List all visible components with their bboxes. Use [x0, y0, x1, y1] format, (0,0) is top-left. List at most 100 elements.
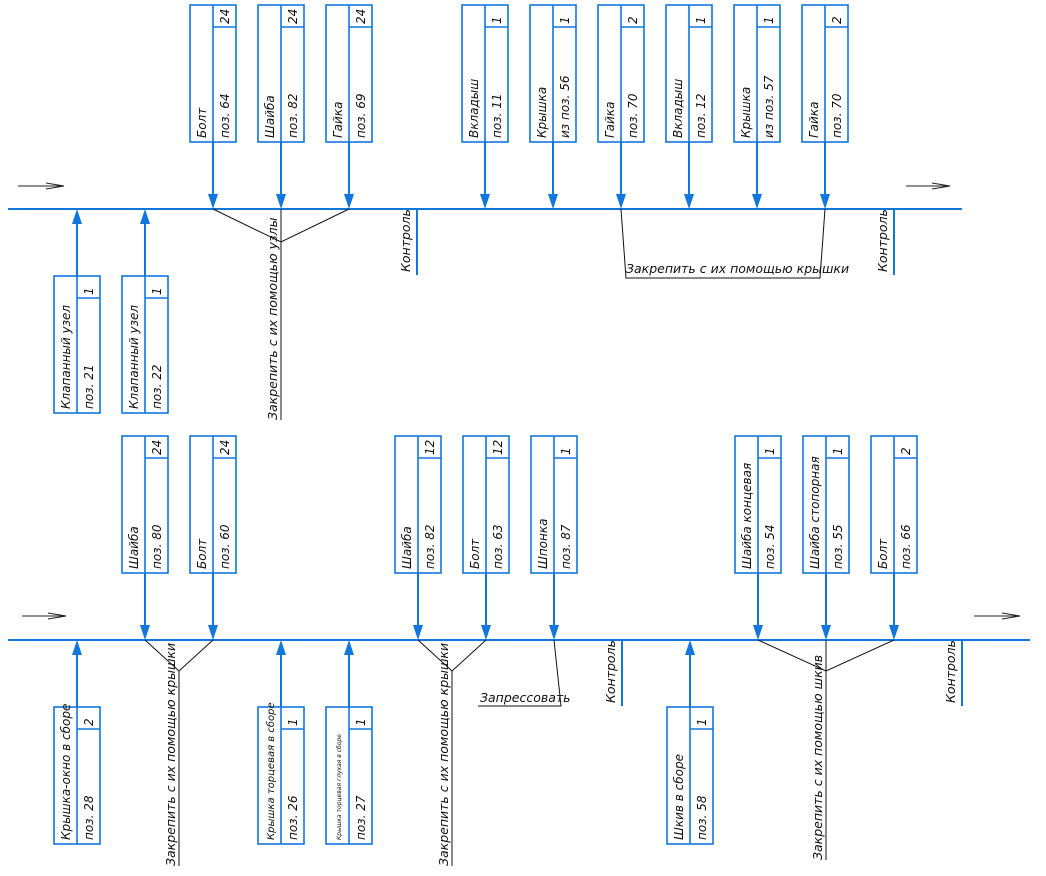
card-pos: поз. 70: [830, 93, 844, 138]
card-pos: поз. 12: [694, 94, 708, 138]
bottom-incoming-card: Болт поз. 66 2: [870, 435, 918, 640]
note-press: Запрессовать: [480, 690, 571, 705]
top-incoming-card: Гайка поз. 70 2: [597, 4, 645, 209]
bottom-base-card: Крышка-окно в сборе поз. 28 2: [53, 640, 101, 845]
bottom-control-1: Контроль: [603, 640, 623, 706]
bottom-incoming-card: Шпонка поз. 87 1: [530, 435, 578, 640]
card-qty: 24: [218, 440, 232, 455]
card-qty: 1: [82, 287, 96, 295]
card-pos: поз. 27: [354, 795, 368, 840]
bottom-assembly-line: Шайба поз. 80 24 Болт поз. 60 24 Шайба п…: [8, 435, 1030, 866]
top-incoming-card: Гайка поз. 69 24: [325, 4, 373, 209]
card-qty: 1: [150, 287, 164, 295]
card-qty: 1: [762, 16, 776, 24]
card-name: Гайка: [807, 102, 821, 138]
top-base-card: Клапанный узел поз. 21 1: [53, 209, 101, 414]
card-pos: поз. 28: [82, 795, 96, 840]
card-pos: поз. 60: [218, 524, 232, 569]
top-fasten-covers-bracket: Закрепить с их помощью крышки: [620, 208, 849, 279]
card-pos: поз. 87: [559, 524, 573, 569]
card-qty: 24: [354, 9, 368, 24]
top-incoming-card: Шайба поз. 82 24: [257, 4, 305, 209]
bottom-base-card: Шкив в сборе поз. 58 1: [666, 640, 714, 845]
bottom-flow-arrow-left: [22, 612, 67, 620]
card-qty: 1: [694, 16, 708, 24]
bottom-flow-arrow-right: [974, 612, 1021, 620]
top-incoming-card: Вкладыш поз. 11 1: [461, 4, 509, 209]
card-pos: поз. 66: [899, 524, 913, 569]
top-base-card: Клапанный узел поз. 22 1: [121, 209, 169, 414]
bottom-incoming-card: Шайба поз. 82 12: [394, 435, 442, 640]
bottom-incoming-card: Шайба поз. 80 24: [121, 435, 169, 640]
card-pos: поз. 63: [491, 525, 505, 569]
card-pos: поз. 82: [423, 525, 437, 569]
card-qty: 1: [490, 16, 504, 24]
bottom-fasten-pulley-connector: Закрепить с их помощью шкив: [757, 639, 895, 860]
card-pos: поз. 82: [286, 94, 300, 138]
card-name: Крышка: [739, 87, 753, 138]
top-incoming-card: Вкладыш поз. 12 1: [665, 4, 713, 209]
card-pos: поз. 58: [695, 795, 709, 840]
top-control-1: Контроль: [398, 209, 418, 275]
bottom-incoming-card: Шайба концевая поз. 54 1: [734, 435, 782, 640]
card-name: Шайба: [127, 526, 141, 569]
card-qty: 2: [626, 16, 640, 24]
card-qty: 24: [286, 9, 300, 24]
card-qty: 12: [423, 440, 437, 455]
card-pos: поз. 80: [150, 524, 164, 569]
card-pos: из поз. 56: [558, 75, 572, 138]
card-qty: 1: [286, 718, 300, 726]
card-qty: 2: [82, 718, 96, 726]
note-fasten-pulley: Закрепить с их помощью шкив: [810, 655, 825, 860]
top-flow-arrow-right: [906, 182, 951, 190]
card-name: Болт: [876, 538, 890, 569]
card-name: Вкладыш: [671, 79, 685, 138]
note-fasten-covers: Закрепить с их помощью крышки: [163, 643, 178, 866]
top-fasten-nodes-connector: Закрепить с их помощью узлы: [212, 208, 350, 420]
bottom-incoming-card: Болт поз. 60 24: [189, 435, 237, 640]
bottom-incoming-card: Болт поз. 63 12: [462, 435, 510, 640]
card-pos: поз. 70: [626, 93, 640, 138]
card-pos: поз. 22: [150, 365, 164, 409]
note-fasten-covers: Закрепить с их помощью крышки: [626, 261, 849, 276]
note-control: Контроль: [943, 640, 958, 703]
card-name: Крышка-окно в сборе: [59, 704, 73, 840]
card-name: Клапанный узел: [59, 305, 73, 409]
bottom-control-2: Контроль: [943, 640, 963, 706]
bottom-press-leader: Запрессовать: [478, 639, 571, 707]
card-name: Крышка торцевая глухая в сборе: [336, 734, 343, 840]
card-name: Вкладыш: [467, 79, 481, 138]
card-qty: 1: [559, 447, 573, 455]
note-fasten-covers: Закрепить с их помощью крышки: [436, 643, 451, 866]
card-qty: 1: [695, 718, 709, 726]
card-name: Шайба: [400, 526, 414, 569]
card-qty: 2: [830, 16, 844, 24]
card-pos: поз. 64: [218, 94, 232, 138]
card-name: Болт: [195, 538, 209, 569]
card-name: Шайба: [263, 95, 277, 138]
card-pos: поз. 69: [354, 94, 368, 138]
top-incoming-card: Крышка из поз. 56 1: [529, 4, 577, 209]
bottom-fasten-covers-1-connector: Закрепить с их помощью крышки: [144, 639, 214, 866]
top-incoming-card: Гайка поз. 70 2: [801, 4, 849, 209]
card-name: Шкив в сборе: [672, 754, 686, 840]
note-control: Контроль: [603, 640, 618, 703]
card-qty: 12: [491, 440, 505, 455]
top-flow-arrow-left: [18, 182, 65, 190]
card-name: Гайка: [603, 102, 617, 138]
card-qty: 1: [354, 718, 368, 726]
card-name: Болт: [468, 538, 482, 569]
bottom-base-card: Крышка торцевая в сборе поз. 26 1: [257, 640, 305, 845]
card-qty: 1: [763, 447, 777, 455]
card-name: Шпонка: [536, 519, 550, 569]
card-name: Шайба стопорная: [808, 456, 822, 569]
top-incoming-card: Крышка из поз. 57 1: [733, 4, 781, 209]
top-control-2: Контроль: [875, 209, 895, 275]
card-qty: 24: [150, 440, 164, 455]
card-pos: поз. 21: [82, 365, 96, 409]
card-name: Крышка: [535, 87, 549, 138]
note-fasten-nodes: Закрепить с их помощью узлы: [265, 217, 280, 420]
top-assembly-line: Болт поз. 64 24 Шайба поз. 82 24 Гайка п…: [8, 4, 962, 420]
bottom-fasten-covers-2-connector: Закрепить с их помощью крышки: [417, 639, 487, 866]
